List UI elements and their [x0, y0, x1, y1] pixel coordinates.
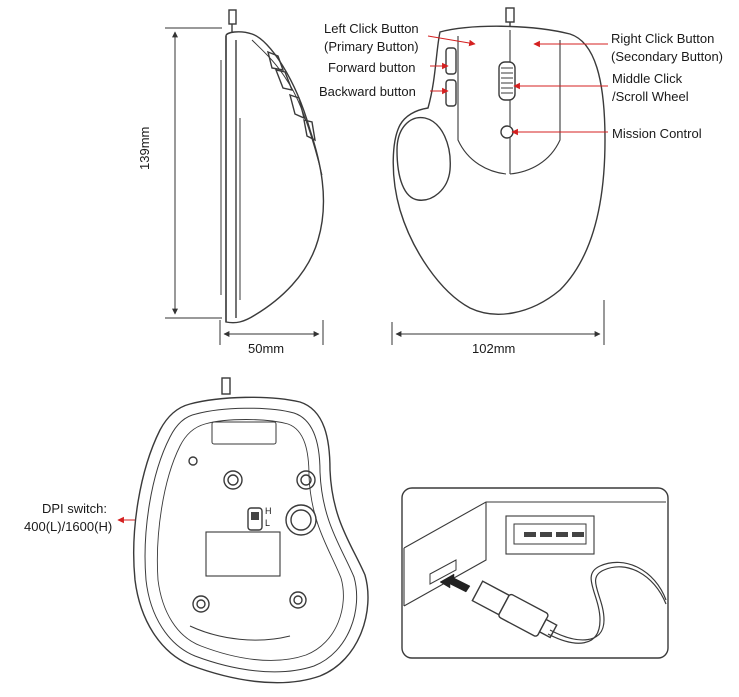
right-click-label-line1: Right Click Button: [611, 31, 715, 46]
forward-button-label: Forward button: [328, 60, 416, 75]
dpi-switch-label-line2: 400(L)/1600(H): [24, 519, 113, 534]
side-view: [220, 9, 325, 324]
side-cable: [228, 9, 237, 25]
left-click-label-line1: Left Click Button: [324, 21, 419, 36]
top-cable: [505, 7, 515, 23]
depth-dimension: [219, 320, 324, 345]
backward-button-shape: [445, 79, 457, 107]
mission-control-button: [500, 125, 514, 139]
top-view: [392, 7, 606, 315]
dpi-switch-label-line1: DPI switch:: [42, 501, 108, 516]
middle-click-label-line2: /Scroll Wheel: [612, 89, 689, 104]
scroll-wheel: [498, 61, 516, 101]
height-dimension: [165, 27, 222, 319]
width-dimension-label: 102mm: [472, 341, 516, 356]
dpi-switch-mark-h: H: [265, 506, 272, 516]
usb-inset: [401, 487, 669, 659]
width-dimension: [391, 300, 605, 345]
mission-control-label: Mission Control: [612, 126, 702, 141]
dpi-switch-mark-l: L: [265, 518, 271, 528]
depth-dimension-label: 50mm: [248, 341, 285, 356]
middle-click-label-line1: Middle Click: [612, 71, 683, 86]
backward-button-label: Backward button: [319, 84, 416, 99]
forward-button-shape: [445, 47, 457, 75]
bottom-view: [133, 377, 369, 684]
right-click-label-line2: (Secondary Button): [611, 49, 724, 64]
left-click-label-line2: (Primary Button): [324, 39, 419, 54]
height-dimension-label: 139mm: [137, 126, 152, 170]
